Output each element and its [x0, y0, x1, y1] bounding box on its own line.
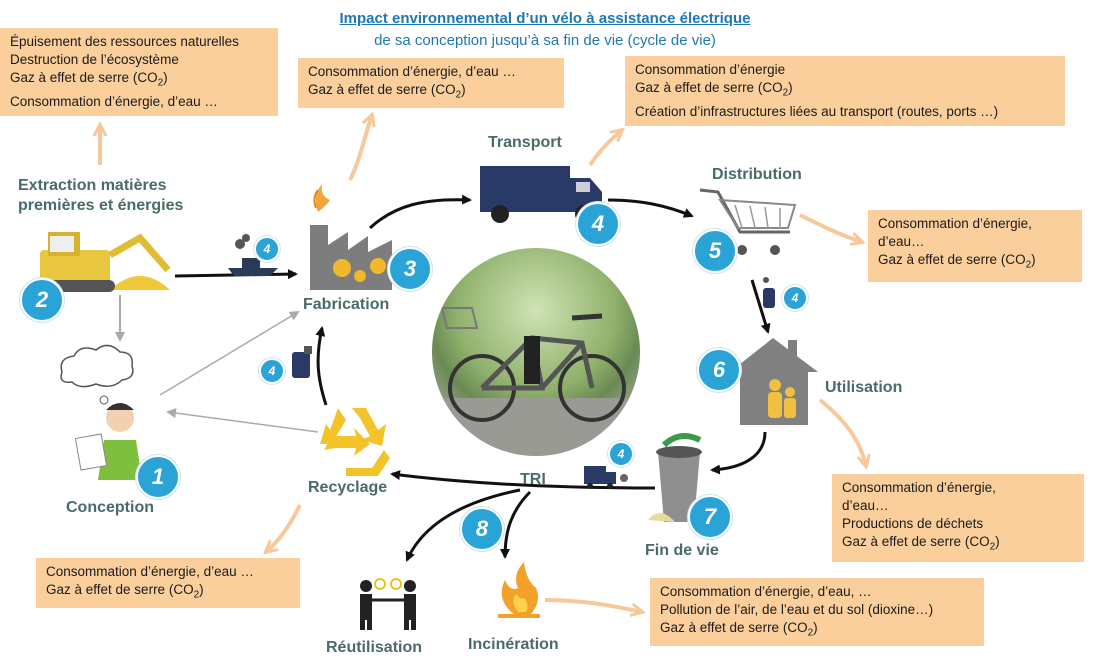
cart-icon [699, 188, 797, 255]
stage-label-utilisation: Utilisation [825, 379, 903, 396]
flow-arrow [607, 198, 694, 218]
stage-label-incineration: Incinération [468, 636, 559, 653]
step-badge-6: 6 [697, 348, 741, 392]
transport-badge-truck: 4 [608, 441, 634, 467]
step-badge-7: 7 [688, 495, 732, 539]
title-line-2: de sa conception jusqu’à sa fin de vie (… [374, 32, 716, 49]
stage-label-conception: Conception [66, 499, 154, 516]
step-badge-8: 8 [460, 507, 504, 551]
impact-line: Gaz à effet de serre (CO2) [46, 582, 204, 601]
transport-badge-ship: 4 [254, 236, 280, 262]
flow-arrow [500, 490, 532, 559]
car-icon [763, 277, 775, 308]
stage-label-tri: TRI [520, 471, 546, 488]
impact-line: Consommation d’énergie, [842, 480, 996, 495]
reuse-people-icon [360, 578, 416, 630]
stage-label-extraction: Extraction matières premières et énergie… [18, 176, 183, 216]
step-badge-3: 3 [388, 247, 432, 291]
stage-label-recyclage: Recyclage [308, 479, 388, 496]
person-thinking-icon [60, 344, 142, 480]
factory-icon [310, 184, 392, 290]
impact-line: Consommation d’énergie, d’eau, … [660, 584, 872, 599]
impact-line: Consommation d’énergie, d’eau … [10, 93, 218, 109]
flow-arrow [368, 194, 472, 230]
fire-icon [498, 562, 540, 618]
title-line-1: Impact environnemental d’un vélo à assis… [339, 10, 751, 27]
trash-bin-icon [648, 433, 702, 522]
impact-line: Consommation d’énergie, d’eau … [308, 64, 516, 79]
garbage-truck-icon [584, 466, 628, 489]
recycle-icon [320, 408, 390, 476]
impact-arrow [818, 398, 866, 466]
impact-box-incineration: Consommation d’énergie, d’eau, … Polluti… [650, 578, 984, 646]
step-badge-2: 2 [20, 278, 64, 322]
ship-icon [228, 234, 278, 276]
stage-label-reutilisation: Réutilisation [326, 639, 423, 656]
impact-line: Gaz à effet de serre (CO2) [308, 82, 466, 101]
stage-label-line: Extraction matières [18, 177, 167, 194]
impact-line: d’eau… [878, 234, 925, 249]
stage-label-distribution: Distribution [712, 166, 802, 183]
impact-line: Consommation d’énergie, [878, 216, 1032, 231]
bicycle-icon [432, 307, 640, 456]
impact-line: Gaz à effet de serre (CO2) [878, 252, 1036, 271]
impact-line: Gaz à effet de serre (CO2) [660, 620, 818, 639]
impact-line: Consommation d’énergie, d’eau … [46, 564, 254, 579]
impact-line: Gaz à effet de serre (CO2) [635, 80, 793, 99]
stage-label-line: premières et énergies [18, 197, 184, 214]
transport-badge-bag: 4 [259, 358, 285, 384]
step-badge-1: 1 [136, 455, 180, 499]
transport-badge-car: 4 [782, 285, 808, 311]
impact-arrow [266, 504, 302, 552]
flow-arrow [750, 279, 771, 334]
flow-arrow [710, 431, 767, 475]
step-badge-5: 5 [693, 229, 737, 273]
bicycle-photo [432, 248, 640, 456]
impact-line: Création d’infrastructures liées au tran… [635, 103, 999, 119]
impact-arrow [348, 115, 372, 181]
impact-box-fabrication: Consommation d’énergie, d’eau … Gaz à ef… [298, 58, 564, 108]
impact-box-distribution: Consommation d’énergie, d’eau… Gaz à eff… [868, 210, 1082, 282]
impact-arrow [799, 213, 862, 242]
impact-box-extraction: Épuisement des ressources naturelles Des… [0, 28, 278, 116]
impact-line: Destruction de l’écosystème [10, 52, 179, 67]
impact-line: Pollution de l’air, de l’eau et du sol (… [660, 602, 934, 617]
impact-line: Gaz à effet de serre (CO2) [10, 70, 168, 89]
impact-arrow [588, 130, 622, 167]
bag-icon [292, 346, 312, 378]
flow-arrow [405, 488, 521, 562]
truck-icon [480, 166, 602, 223]
stage-label-fabrication: Fabrication [303, 296, 390, 313]
impact-box-transport: Consommation d’énergie Gaz à effet de se… [625, 56, 1065, 126]
stage-label-fin-de-vie: Fin de vie [645, 542, 719, 559]
impact-line: d’eau… [842, 498, 889, 513]
impact-box-recyclage: Consommation d’énergie, d’eau … Gaz à ef… [36, 558, 300, 608]
house-icon [730, 338, 818, 425]
diagram-title: Impact environnemental d’un vélo à assis… [250, 8, 840, 52]
impact-arrow [544, 598, 642, 612]
impact-line: Gaz à effet de serre (CO2) [842, 534, 1000, 553]
impact-line: Épuisement des ressources naturelles [10, 34, 239, 49]
flow-arrow-grey [166, 408, 319, 433]
impact-box-utilisation: Consommation d’énergie, d’eau… Productio… [832, 474, 1084, 562]
impact-line: Productions de déchets [842, 516, 984, 531]
flow-arrow-grey [159, 310, 300, 396]
stage-label-transport: Transport [488, 134, 562, 151]
step-badge-4: 4 [576, 202, 620, 246]
flow-arrow [315, 326, 328, 406]
excavator-icon [35, 232, 171, 292]
impact-line: Consommation d’énergie [635, 62, 786, 77]
flow-arrow [390, 470, 656, 490]
